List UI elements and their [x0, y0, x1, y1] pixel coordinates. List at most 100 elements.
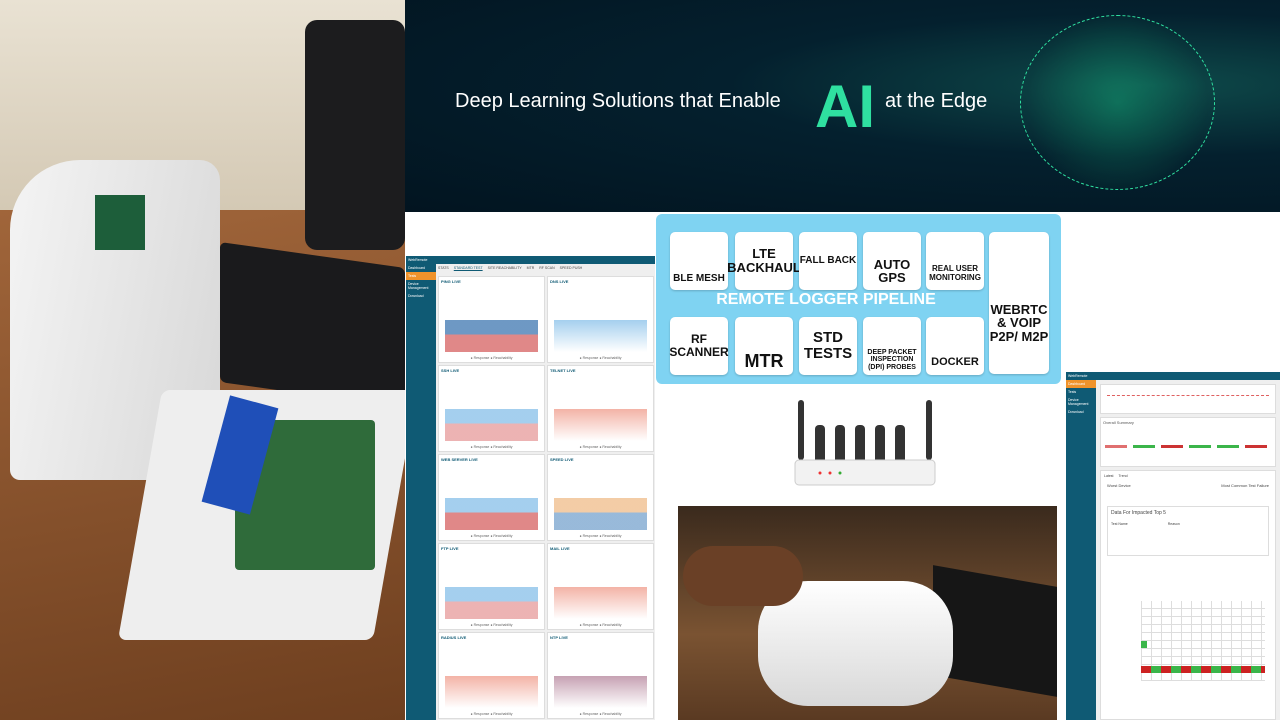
- test-card: TELNET LIVE ● Response ● Reachability: [547, 365, 654, 452]
- test-card: RADIUS LIVE ● Response ● Reachability: [438, 632, 545, 719]
- card-title: TELNET LIVE: [550, 368, 576, 373]
- banner-ai: AI: [815, 73, 875, 140]
- card-title: NTP LIVE: [550, 635, 568, 640]
- tab[interactable]: STATS: [438, 266, 449, 270]
- area-chart: [554, 586, 647, 619]
- tile-ble-mesh: BLE MESH: [670, 232, 728, 290]
- keyboard: [220, 241, 405, 409]
- test-card: SSH LIVE ● Response ● Reachability: [438, 365, 545, 452]
- chart-legend: ● Response ● Reachability: [470, 534, 513, 538]
- tile-rf-scanner: RF SCANNER: [669, 317, 729, 375]
- tile-mtr: MTR: [735, 317, 793, 375]
- card-title: FTP LIVE: [441, 546, 459, 551]
- area-chart: [445, 408, 538, 441]
- area-chart: [554, 408, 647, 441]
- overview-dashboard: WebRemote Dashboard Tests Device Managem…: [1066, 372, 1280, 720]
- tile-fallback: FALL BACK: [799, 232, 857, 290]
- tabs: STATS STANDARD TEST SITE REACHABILITY MT…: [438, 266, 582, 270]
- tile-std-tests: STD TESTS: [799, 317, 857, 375]
- chart-legend: ● Response ● Reachability: [579, 445, 622, 449]
- brand: WebRemote: [1068, 374, 1088, 378]
- area-chart: [445, 675, 538, 708]
- latest-card: Latest Trend Worst Device Most Common Test…: [1100, 470, 1276, 720]
- chart-legend: ● Response ● Reachability: [470, 623, 513, 627]
- router-image: [794, 400, 936, 486]
- tab-latest[interactable]: Latest: [1104, 474, 1114, 478]
- chart-legend: ● Response ● Reachability: [579, 534, 622, 538]
- nav-download[interactable]: Download: [408, 294, 424, 298]
- device-photo: [0, 0, 405, 720]
- area-chart: [554, 497, 647, 530]
- area-chart: [445, 586, 538, 619]
- chart-legend: ● Response ● Reachability: [470, 712, 513, 716]
- camera-module: [95, 195, 145, 250]
- test-card: SPEED LIVE ● Response ● Reachability: [547, 454, 654, 541]
- nav-device-management[interactable]: Device Management: [408, 282, 429, 290]
- tile-lte-backhaul: LTE BACKHAUL: [727, 232, 801, 290]
- tile-auto-gps: AUTO GPS: [863, 232, 921, 290]
- summary-title: Overall Summary: [1103, 420, 1134, 425]
- col-test-name: Test Name: [1111, 522, 1128, 526]
- tile-docker: DOCKER: [926, 317, 984, 375]
- ai-edge-banner: Deep Learning Solutions that Enable AI a…: [405, 0, 1280, 212]
- white-device: [758, 581, 953, 706]
- summary-card: Overall Summary: [1100, 417, 1276, 467]
- card-title: MAIL LIVE: [550, 546, 570, 551]
- card-title: SSH LIVE: [441, 368, 460, 373]
- chart-legend: ● Response ● Reachability: [470, 356, 513, 360]
- tile-webrtc-voip: WEBRTC & VOIP P2P/ M2P: [989, 232, 1049, 374]
- circuit-brain-icon: [1020, 15, 1215, 190]
- test-card: MAIL LIVE ● Response ● Reachability: [547, 543, 654, 630]
- tab[interactable]: SITE REACHABILITY: [487, 266, 522, 270]
- tab-trend[interactable]: Trend: [1118, 474, 1128, 478]
- nav-dashboard[interactable]: Dashboard: [408, 266, 426, 270]
- pipeline-title: REMOTE LOGGER PIPELINE: [716, 291, 936, 308]
- card-title: DNS LIVE: [550, 279, 569, 284]
- speaker: [305, 20, 405, 250]
- test-card: NTP LIVE ● Response ● Reachability: [547, 632, 654, 719]
- brand: WebRemote: [408, 258, 428, 262]
- area-chart: [554, 675, 647, 708]
- card-title: PING LIVE: [441, 279, 461, 284]
- banner-text: Deep Learning Solutions that Enable: [455, 90, 781, 112]
- tile-dpi-probes: DEEP PACKET INSPECTION (DPI) PROBES: [863, 317, 921, 375]
- card-title: SPEED LIVE: [550, 457, 574, 462]
- nav-tests[interactable]: Tests: [406, 272, 436, 280]
- worst-test: Most Common Test Failure: [1221, 483, 1269, 488]
- tab[interactable]: MTR: [526, 266, 535, 270]
- nav-dashboard[interactable]: Dashboard: [1066, 380, 1096, 388]
- chart-legend: ● Response ● Reachability: [579, 356, 622, 360]
- test-card: FTP LIVE ● Response ● Reachability: [438, 543, 545, 630]
- remote-logger-pipeline: BLE MESH LTE BACKHAUL FALL BACK AUTO GPS…: [656, 214, 1061, 384]
- tile-real-user-monitoring: REAL USER MONITORING: [926, 232, 984, 290]
- banner-text-end: at the Edge: [885, 90, 988, 112]
- tab[interactable]: RF SCAN: [539, 266, 555, 270]
- area-chart: [445, 319, 538, 352]
- table-title: Data For Impacted Top 5: [1111, 510, 1166, 516]
- handheld-device-photo: [678, 506, 1057, 720]
- nav-device-management[interactable]: Device Management: [1068, 398, 1089, 406]
- area-chart: [445, 497, 538, 530]
- test-card: PING LIVE ● Response ● Reachability: [438, 276, 545, 363]
- topbar: [1096, 372, 1280, 380]
- test-card: DNS LIVE ● Response ● Reachability: [547, 276, 654, 363]
- test-card: WEB SERVER LIVE ● Response ● Reachability: [438, 454, 545, 541]
- chart-legend: ● Response ● Reachability: [470, 445, 513, 449]
- nav-tests[interactable]: Tests: [1068, 390, 1077, 394]
- hand: [683, 546, 803, 606]
- col-reason: Reason: [1167, 522, 1180, 526]
- area-chart: [554, 319, 647, 352]
- live-tests-dashboard: WebRemote Dashboard Tests Device Managem…: [406, 256, 655, 720]
- chart-legend: ● Response ● Reachability: [579, 623, 622, 627]
- chart-legend: ● Response ● Reachability: [579, 712, 622, 716]
- nav-download[interactable]: Download: [1068, 410, 1084, 414]
- worst-device: Worst Device: [1107, 483, 1131, 488]
- heatmap: [1141, 601, 1265, 681]
- tab-active[interactable]: STANDARD TEST: [453, 266, 483, 270]
- tab[interactable]: SPEED PUSH: [559, 266, 583, 270]
- card-title: WEB SERVER LIVE: [441, 457, 478, 462]
- sidebar: WebRemote Dashboard Tests Device Managem…: [1066, 372, 1096, 720]
- timeline[interactable]: [1100, 384, 1276, 414]
- card-title: RADIUS LIVE: [441, 635, 467, 640]
- topbar: [436, 256, 655, 264]
